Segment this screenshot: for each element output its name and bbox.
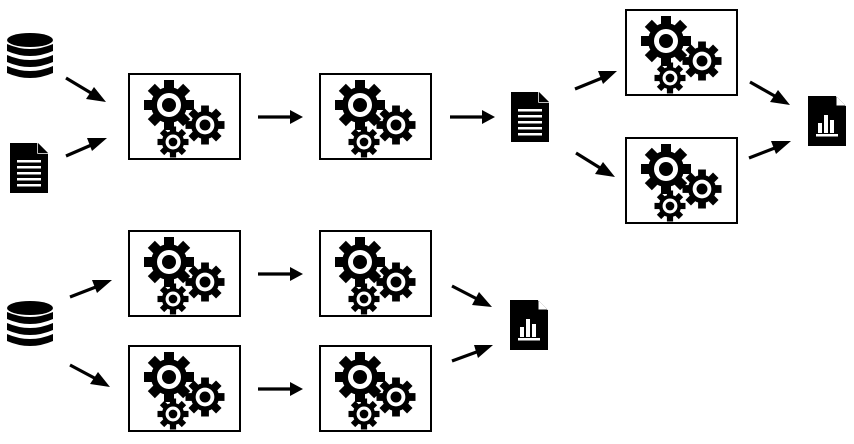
process-box-bottom-1b (128, 345, 241, 432)
arrow-bottom-1b-to-2b (258, 382, 303, 396)
document-icon (9, 142, 49, 194)
document-icon (510, 91, 550, 143)
arrow-process-2-to-doc (450, 110, 495, 124)
arrow-branch-top-to-report (749, 80, 790, 105)
chart-report-icon (807, 95, 847, 147)
bottom-flow (7, 230, 549, 432)
database-icon (7, 301, 53, 346)
chart-report-icon (509, 299, 549, 351)
process-box-bottom-2b (319, 345, 432, 432)
arrow-db-to-process-1 (65, 76, 106, 102)
process-box-branch-top (625, 9, 738, 96)
arrow-db-to-branch-top (69, 280, 112, 299)
arrow-doc-to-branch-bottom (575, 151, 615, 177)
process-box-bottom-1a (128, 230, 241, 317)
arrow-db-to-branch-bottom (69, 363, 110, 387)
arrow-bottom-2a-to-report (451, 284, 492, 307)
arrow-doc-to-branch-top (574, 71, 617, 91)
database-icon (7, 33, 53, 78)
process-box-1 (128, 73, 241, 160)
arrow-doc-to-process-1 (65, 138, 107, 158)
process-box-bottom-2a (319, 230, 432, 317)
arrow-bottom-1a-to-2a (258, 267, 303, 281)
process-box-2 (319, 73, 432, 160)
arrow-process-1-to-2 (258, 110, 303, 124)
arrow-branch-bottom-to-report (748, 141, 791, 160)
arrow-bottom-2b-to-report (451, 345, 493, 363)
top-flow (7, 9, 847, 224)
process-box-branch-bottom (625, 137, 738, 224)
